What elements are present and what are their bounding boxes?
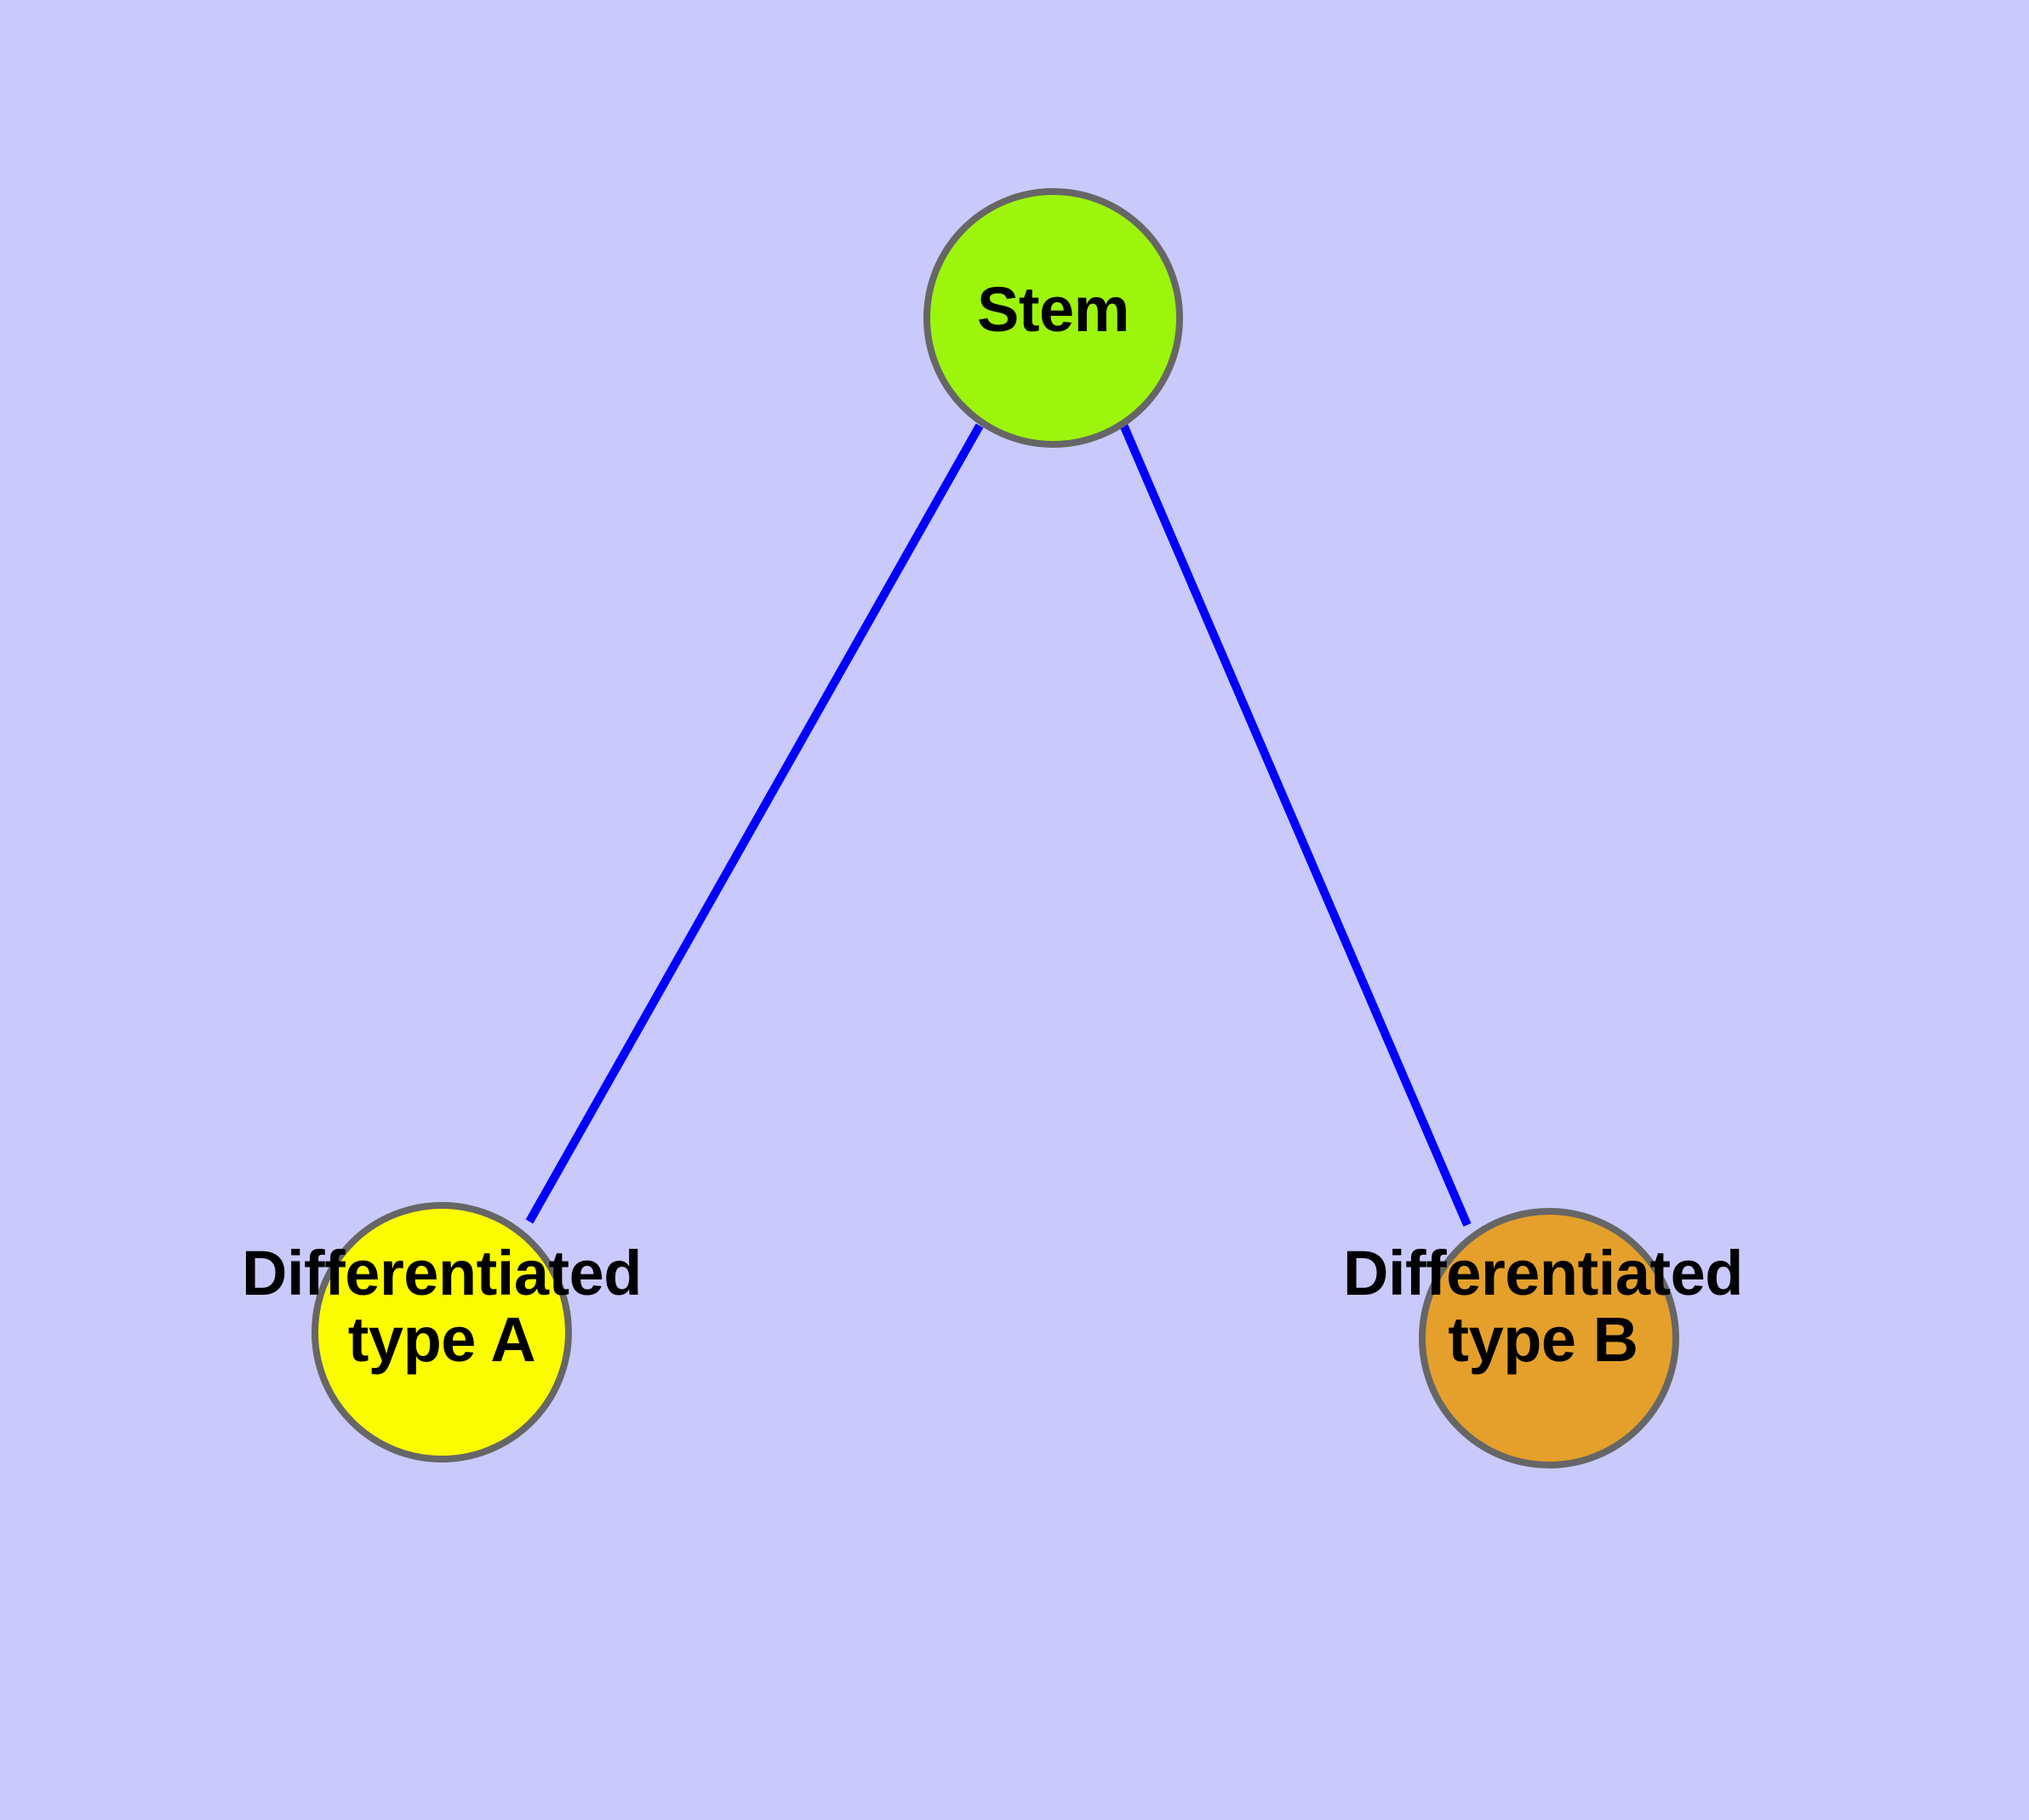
node-stem[interactable] bbox=[923, 188, 1183, 448]
edge-stem-to-diff-b bbox=[1119, 423, 1472, 1227]
node-differentiated-type-b[interactable] bbox=[1419, 1208, 1679, 1468]
edge-stem-to-diff-a bbox=[525, 423, 984, 1224]
node-differentiated-type-a[interactable] bbox=[311, 1202, 572, 1462]
